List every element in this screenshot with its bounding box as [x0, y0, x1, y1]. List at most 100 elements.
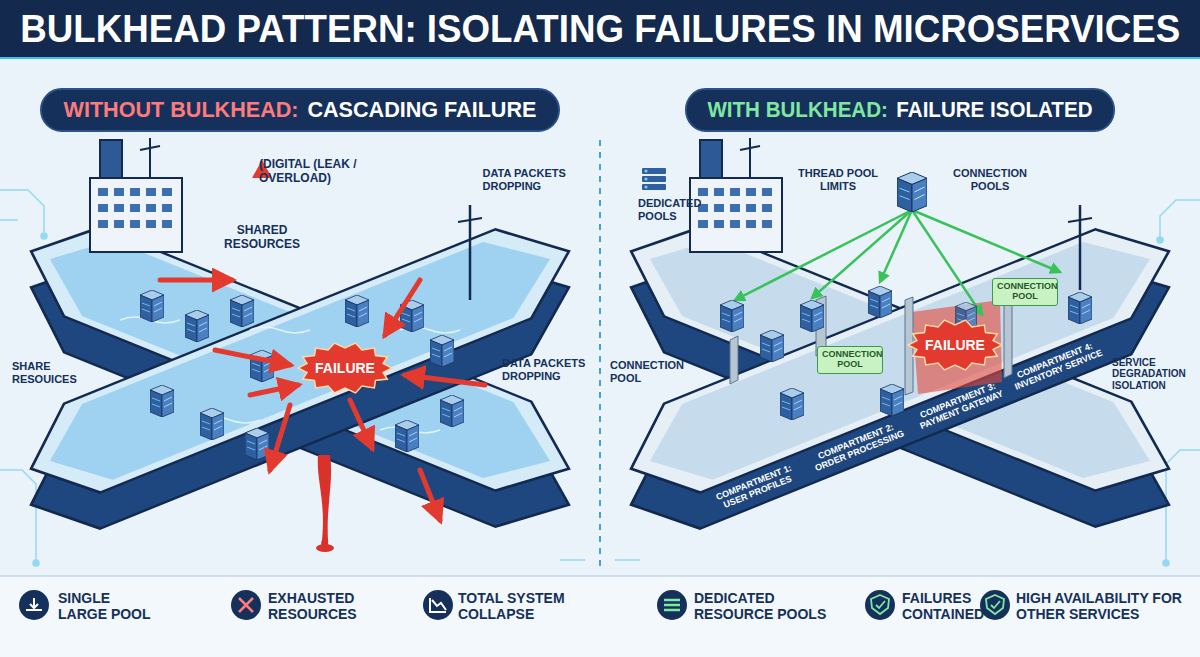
callout-label: DATA PACKETS DROPPING [502, 357, 588, 382]
decor-shape [316, 544, 334, 552]
decor-shape [395, 420, 419, 452]
decor-shape [645, 170, 648, 173]
decor-shape [100, 140, 122, 182]
decor-shape [635, 221, 1166, 499]
callout-label: SHARED RESOURCES [216, 224, 308, 252]
decor-shape [1160, 200, 1200, 236]
decor-shape [0, 219, 18, 221]
decor-shape [440, 395, 464, 427]
decor-shape [98, 204, 108, 212]
decor-shape [760, 330, 784, 362]
decor-shape [780, 388, 804, 420]
decor-shape [350, 400, 372, 448]
heading-pill: WITHOUT BULKHEAD: CASCADING FAILURE [40, 88, 560, 132]
decor-shape [690, 178, 782, 252]
decor-shape [730, 204, 740, 212]
decor-shape [698, 188, 772, 228]
decor-shape [698, 188, 708, 196]
decor-shape [250, 327, 310, 333]
decor-shape [0, 470, 36, 560]
decor-shape [270, 405, 290, 470]
decor-shape [1163, 560, 1169, 566]
decor-shape [405, 375, 485, 385]
decor-shape [231, 590, 261, 620]
callout-label: THREAD POOL LIMITS [795, 167, 881, 192]
decor-shape [560, 559, 585, 561]
decor-shape [239, 598, 253, 612]
decor-shape [0, 190, 44, 232]
title-rule [0, 57, 1200, 59]
ship-left [13, 138, 587, 552]
title-bar [0, 0, 1200, 58]
heading-text: CASCADING FAILURE [307, 98, 536, 122]
decor-shape [730, 220, 740, 228]
decor-shape [714, 204, 724, 212]
decor-shape [746, 220, 756, 228]
decor-shape [1068, 292, 1092, 324]
callout-label: TOTAL SYSTEM COLLAPSE [458, 590, 582, 622]
callout-label: DEDICATED POOLS [638, 197, 722, 222]
divider [599, 140, 601, 572]
decor-shape [430, 335, 454, 367]
decor-shape [730, 336, 738, 384]
decor-shape [430, 598, 446, 612]
decor-shape [642, 168, 666, 190]
decor-shape [423, 590, 453, 620]
node-text: FAILURE [925, 337, 985, 353]
decor-shape [746, 204, 756, 212]
heading-pill: WITH BULKHEAD:FAILURE ISOLATED [685, 88, 1115, 132]
decor-shape [1068, 218, 1092, 222]
decor-shape [800, 300, 824, 332]
decor-shape [420, 470, 440, 520]
decor-shape [714, 188, 724, 196]
node-text: CONNECTION POOL [997, 281, 1058, 301]
title-text: BULKHEAD PATTERN: ISOLATING FAILURES IN … [20, 10, 1180, 48]
decor-shape [642, 168, 666, 174]
pool-tag: CONNECTION POOL [992, 278, 1058, 306]
decor-shape [657, 590, 687, 620]
callout-label: SINGLE LARGE POOL [58, 590, 158, 622]
decor-shape [146, 188, 156, 196]
decor-shape [250, 385, 298, 395]
decor-shape [698, 220, 708, 228]
decor-shape [114, 220, 124, 228]
callout-label: CONNECTION POOL [610, 359, 690, 384]
decor-shape [714, 220, 724, 228]
decor-shape [230, 295, 254, 327]
decor-shape [146, 220, 156, 228]
decor-shape [140, 290, 164, 322]
callout-label: DEDICATED RESOURCE POOLS [694, 590, 828, 622]
decor-shape [645, 178, 648, 181]
decor-shape [162, 204, 172, 212]
ship-right [613, 138, 1187, 549]
decor-shape [642, 184, 666, 190]
decor-shape [200, 408, 224, 440]
decor-shape [146, 204, 156, 212]
decor-shape [746, 188, 756, 196]
decor-shape [762, 204, 772, 212]
decor-shape [700, 140, 722, 182]
decor-shape [735, 210, 912, 300]
decor-shape [720, 300, 744, 332]
decor-shape [865, 590, 895, 620]
callout-label: DATA PACKETS DROPPING [483, 167, 578, 192]
decor-shape [162, 220, 172, 228]
node-text: CONNECTION POOL [822, 349, 883, 369]
decor-shape [245, 428, 269, 460]
decor-shape [642, 176, 666, 182]
decor-shape [130, 220, 140, 228]
pool-tag: CONNECTION POOL [817, 346, 883, 374]
decor-shape [140, 146, 160, 150]
heading-text: WITHOUT BULKHEAD: [64, 98, 299, 122]
heading-text: WITH BULKHEAD: [707, 98, 888, 122]
decor-shape [149, 138, 151, 178]
callout-label: SERVICE DEGRADATION ISOLATION [1112, 357, 1196, 392]
decor-shape [762, 188, 772, 196]
decor-shape [458, 218, 482, 222]
decor-shape [749, 138, 751, 178]
decor-shape [98, 188, 108, 196]
decor-shape [980, 590, 1010, 620]
failure-burst-node: FAILURE [297, 342, 393, 394]
decor-shape [90, 178, 182, 252]
